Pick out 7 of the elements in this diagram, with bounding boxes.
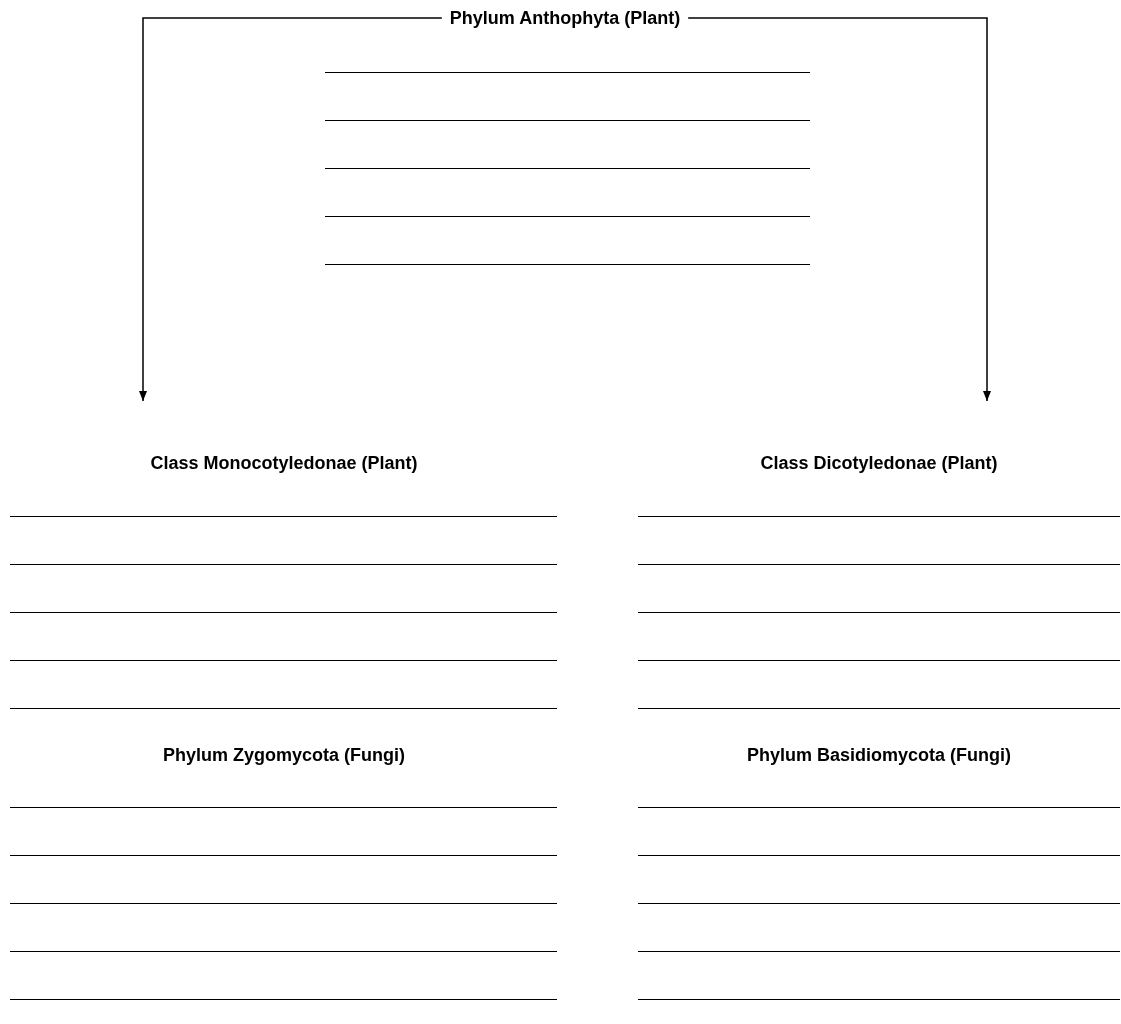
arrow — [139, 17, 443, 402]
arrow — [687, 17, 991, 402]
heading: Class Dicotyledonae (Plant) — [760, 453, 998, 473]
heading: Class Monocotyledonae (Plant) — [150, 453, 418, 473]
heading: Phylum Basidiomycota (Fungi) — [747, 745, 1011, 765]
heading: Phylum Zygomycota (Fungi) — [163, 745, 405, 765]
heading: Phylum Anthophyta (Plant) — [449, 8, 681, 28]
